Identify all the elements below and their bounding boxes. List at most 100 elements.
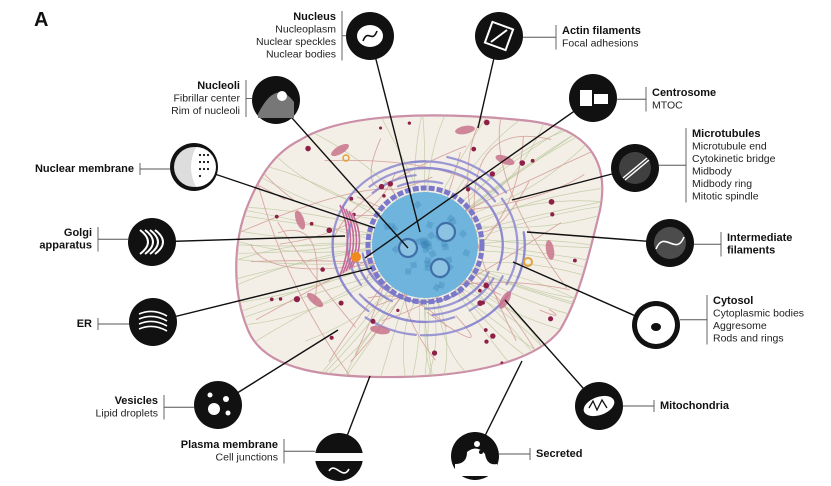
vesicle-dot bbox=[431, 350, 438, 356]
pore-icon bbox=[198, 160, 202, 164]
vesicle-dot bbox=[470, 372, 474, 376]
vesicle-dot bbox=[607, 204, 610, 207]
vesicles-item: Lipid droplets bbox=[96, 408, 158, 420]
er-icon bbox=[138, 315, 168, 322]
pore-icon bbox=[206, 167, 210, 171]
centrosome bbox=[351, 252, 361, 262]
golgi-leader bbox=[151, 235, 346, 243]
nucleus-item: Nuclear speckles bbox=[256, 36, 336, 48]
cristae-icon bbox=[588, 398, 608, 412]
golgi-cisterna bbox=[339, 204, 349, 276]
nuclear-speckle bbox=[446, 214, 455, 223]
nuclear-speckle bbox=[424, 264, 431, 271]
golgi-icon bbox=[139, 229, 149, 255]
golgi-icon bbox=[149, 229, 159, 255]
microtubules-item: Midbody bbox=[692, 166, 732, 178]
vesicle-dot bbox=[396, 308, 400, 313]
actin-strand bbox=[539, 308, 557, 316]
golgi-cisterna bbox=[345, 208, 355, 272]
vesicle-dot bbox=[609, 280, 614, 285]
nuclear-speckle bbox=[442, 243, 449, 251]
mitochondria-callout: Mitochondria bbox=[575, 382, 730, 430]
vesicle-dot bbox=[326, 227, 333, 234]
microtubule-strand bbox=[236, 202, 386, 244]
nuclear-speckle bbox=[413, 200, 422, 210]
vesicle-dot bbox=[389, 392, 394, 397]
vesicle-dot bbox=[489, 171, 496, 177]
golgi-title: Golgi bbox=[64, 227, 92, 239]
nuclear-speckle bbox=[432, 283, 441, 292]
cytosol-item: Rods and rings bbox=[713, 333, 784, 345]
vesicle-dot bbox=[229, 303, 234, 308]
er-arc bbox=[489, 206, 504, 271]
secretion-icon bbox=[455, 448, 497, 476]
microtubule-strand bbox=[236, 237, 386, 254]
nuclear-speckle bbox=[419, 240, 429, 249]
er-arc bbox=[446, 155, 508, 194]
nuclear-speckle bbox=[462, 249, 471, 257]
intermediate-filaments-title: Intermediate bbox=[727, 232, 792, 244]
pore-icon bbox=[202, 167, 206, 171]
er-arc bbox=[364, 316, 417, 336]
plasma-membrane-item: Cell junctions bbox=[216, 452, 278, 464]
membrane-icon-half bbox=[191, 147, 216, 187]
vesicle-dot bbox=[278, 297, 283, 301]
er-arc bbox=[331, 200, 353, 297]
microtubule-strand bbox=[462, 183, 603, 232]
nuclear-speckle bbox=[440, 240, 448, 248]
vesicle-icon bbox=[208, 403, 220, 415]
nuclear-membrane-callout: Nuclear membrane bbox=[35, 143, 218, 191]
vesicle-dot bbox=[269, 297, 274, 302]
centriole-icon bbox=[580, 90, 592, 106]
vesicle-dot bbox=[230, 230, 234, 234]
nuclear-speckle bbox=[422, 245, 430, 254]
centrosome-title: Centrosome bbox=[652, 87, 716, 99]
nucleoli-title: Nucleoli bbox=[197, 80, 240, 92]
nucleoli-item: Fibrillar center bbox=[173, 93, 240, 105]
nuclear-membrane-title: Nuclear membrane bbox=[35, 163, 134, 175]
actin-title: Actin filaments bbox=[562, 25, 641, 37]
nuclear-speckle bbox=[420, 241, 429, 250]
microtubule-strand bbox=[458, 266, 603, 325]
er-icon bbox=[138, 310, 168, 317]
pore-icon bbox=[198, 167, 202, 171]
vesicle-dot bbox=[392, 390, 396, 394]
nuclear-speckle bbox=[391, 245, 401, 254]
cytosol-body-icon bbox=[651, 323, 661, 331]
actin-strand bbox=[498, 118, 568, 289]
vesicle-dot bbox=[471, 146, 477, 152]
microtubule-strand bbox=[464, 239, 603, 261]
pore-icon bbox=[202, 160, 206, 164]
nuclear-speckle bbox=[428, 249, 437, 258]
nuclear-speckle bbox=[410, 261, 418, 269]
vesicle-dot bbox=[378, 183, 385, 190]
vesicle-dot bbox=[599, 217, 603, 224]
vesicle-dot bbox=[228, 305, 231, 308]
microtubule-icon bbox=[622, 157, 650, 181]
centrosome-icon bbox=[569, 74, 617, 122]
cell-body bbox=[228, 114, 614, 397]
nuclear-speckle bbox=[383, 222, 391, 231]
microtubule-strand bbox=[463, 194, 603, 235]
golgi-cisterna bbox=[342, 206, 352, 274]
vesicle-dot bbox=[309, 221, 314, 226]
mitochondrion bbox=[306, 292, 324, 308]
vesicle-dot bbox=[483, 328, 488, 332]
microtubule-strand bbox=[460, 200, 603, 228]
nuclear-speckle bbox=[423, 256, 432, 265]
vesicle-dot bbox=[379, 126, 383, 130]
vesicle-dot bbox=[478, 288, 482, 293]
cytosol-item: Cytoplasmic bodies bbox=[713, 308, 804, 320]
er-arc bbox=[424, 279, 485, 310]
microtubule-strand bbox=[236, 228, 386, 253]
microtubule-strand bbox=[236, 258, 388, 328]
pore-icon bbox=[198, 153, 202, 157]
intermediate-filaments-title: filaments bbox=[727, 245, 775, 257]
panel-letter: A bbox=[34, 9, 48, 31]
vesicle-dot bbox=[329, 335, 334, 340]
